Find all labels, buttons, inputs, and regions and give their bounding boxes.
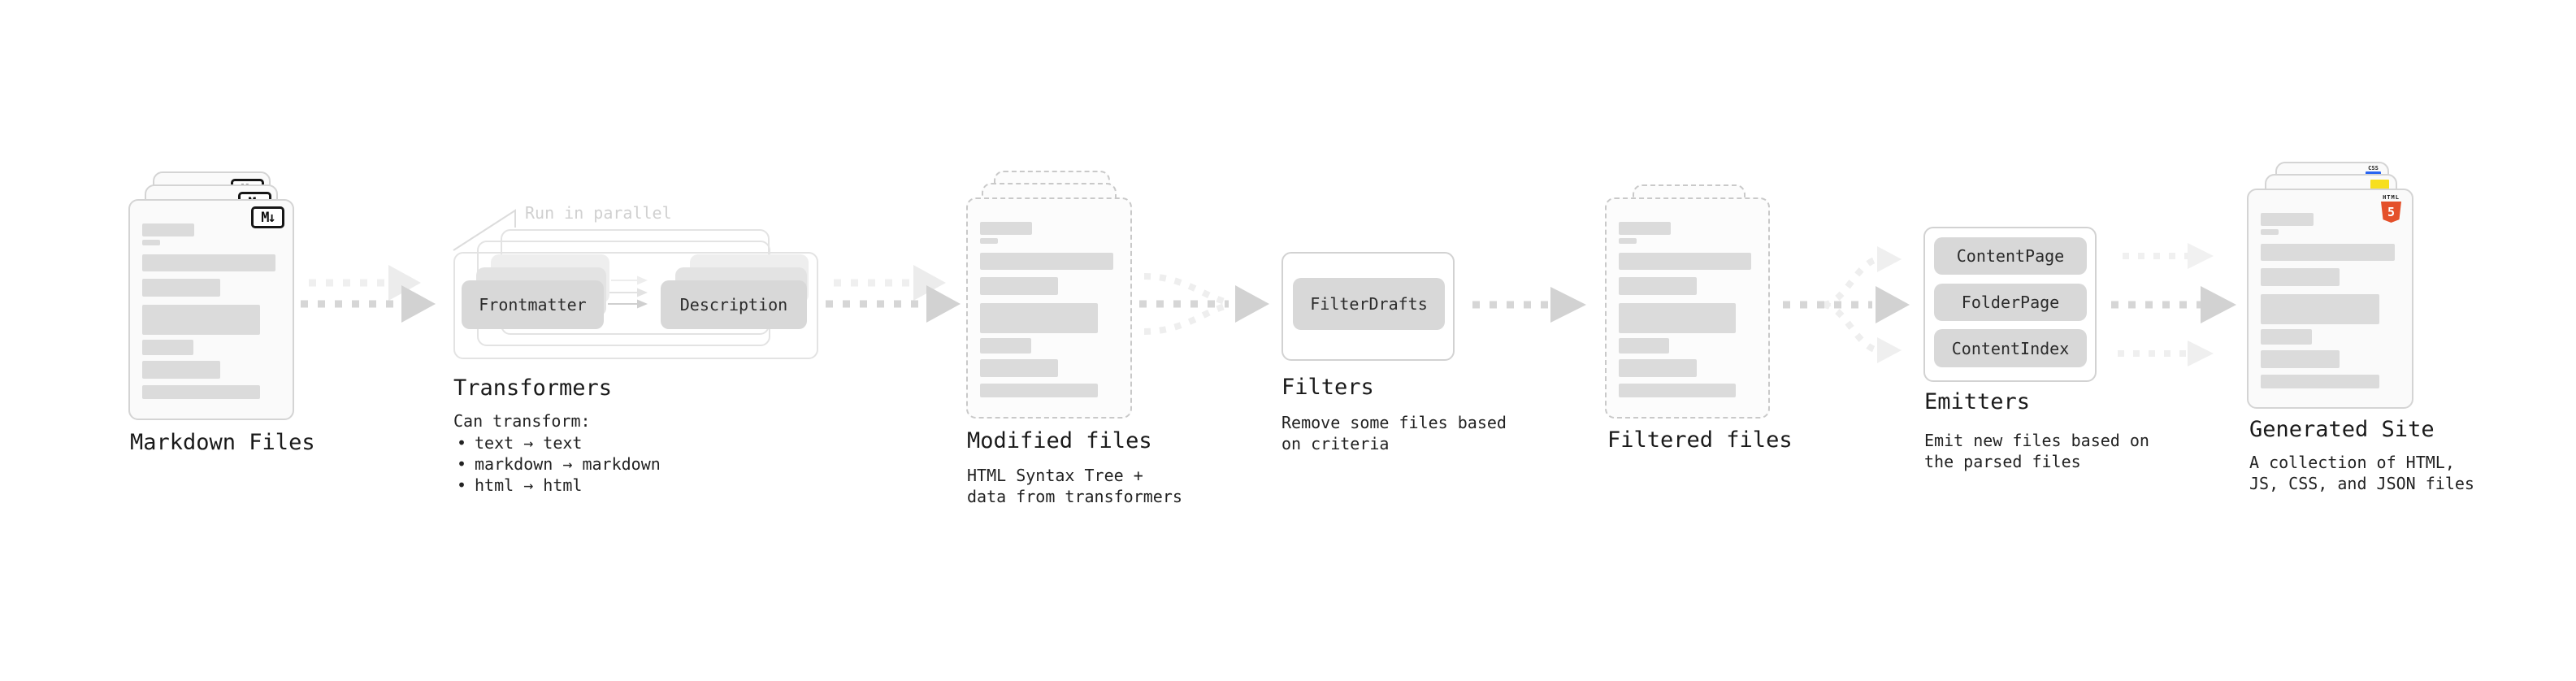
html5-icon: HTML 5 [2381,194,2401,223]
arrow-dark [826,285,961,323]
doc-skeleton [2249,190,2412,388]
run-in-parallel-annotation: Run in parallel [525,203,672,223]
transformers-label: Transformers [453,375,613,401]
folderpage-pill: FolderPage [1934,284,2087,321]
transformer-layer-front [453,252,818,359]
doc-skeleton [1607,199,1768,397]
emitters-label: Emitters [1924,389,2031,414]
modified-files-label: Modified files [967,428,1152,453]
modified-file-card [966,197,1132,419]
filters-label: Filters [1281,375,1374,400]
generated-site-label: Generated Site [2249,417,2435,442]
emitters-description: Emit new files based on the parsed files [1924,431,2149,471]
converge-branch-top [1143,273,1233,306]
filtered-files-label: Filtered files [1607,427,1793,453]
list-item: html → html [453,475,661,496]
flow-arrow-filtered-to-emitters [1783,246,1910,363]
filterdrafts-pill: FilterDrafts [1293,278,1445,330]
description-pill: Description [661,280,807,329]
markdown-file-card: M↓ [128,199,294,420]
flow-arrow-modified-to-filters [1139,273,1269,335]
site-file-card-html: HTML 5 [2247,189,2413,409]
css-file-icon: CSS [2366,166,2381,175]
flow-arrow-transformers-to-modified [826,265,961,323]
doc-skeleton [968,199,1130,397]
filtered-file-card [1605,197,1770,419]
contentindex-pill: ContentIndex [1934,329,2087,367]
modified-files-description: HTML Syntax Tree + data from transformer… [967,466,1182,506]
list-item: markdown → markdown [453,453,661,475]
converge-branch-bottom [1143,301,1233,335]
transformers-capability-list: text → text markdown → markdown html → h… [453,432,661,496]
js-file-icon [2370,180,2389,189]
diverge-branch-bottom [1823,301,1879,354]
markdown-files-label: Markdown Files [130,430,315,455]
arrow-light [2118,340,2214,367]
arrow-dark [2111,286,2236,323]
arrow-light [2123,243,2214,269]
flow-arrow-md-to-transformers [301,265,436,323]
transformers-description-title: Can transform: [453,411,591,431]
filters-description: Remove some files based on criteria [1281,413,1507,453]
contentpage-pill: ContentPage [1934,237,2087,275]
arrow-light [309,265,421,301]
list-item: text → text [453,432,661,453]
arrow-light [834,265,946,301]
generated-site-description: A collection of HTML, JS, CSS, and JSON … [2249,453,2474,493]
frontmatter-pill: Frontmatter [462,280,604,329]
diverge-branch-top [1823,256,1879,308]
parallel-transform-arrows [608,275,648,309]
arrow-dark [301,285,436,323]
flow-arrows-emitters-to-site [2111,243,2236,367]
flow-arrow-filters-to-filtered [1472,287,1586,323]
doc-skeleton [130,201,293,399]
annotation-leader-line [453,209,516,251]
markdown-icon: M↓ [251,206,284,228]
